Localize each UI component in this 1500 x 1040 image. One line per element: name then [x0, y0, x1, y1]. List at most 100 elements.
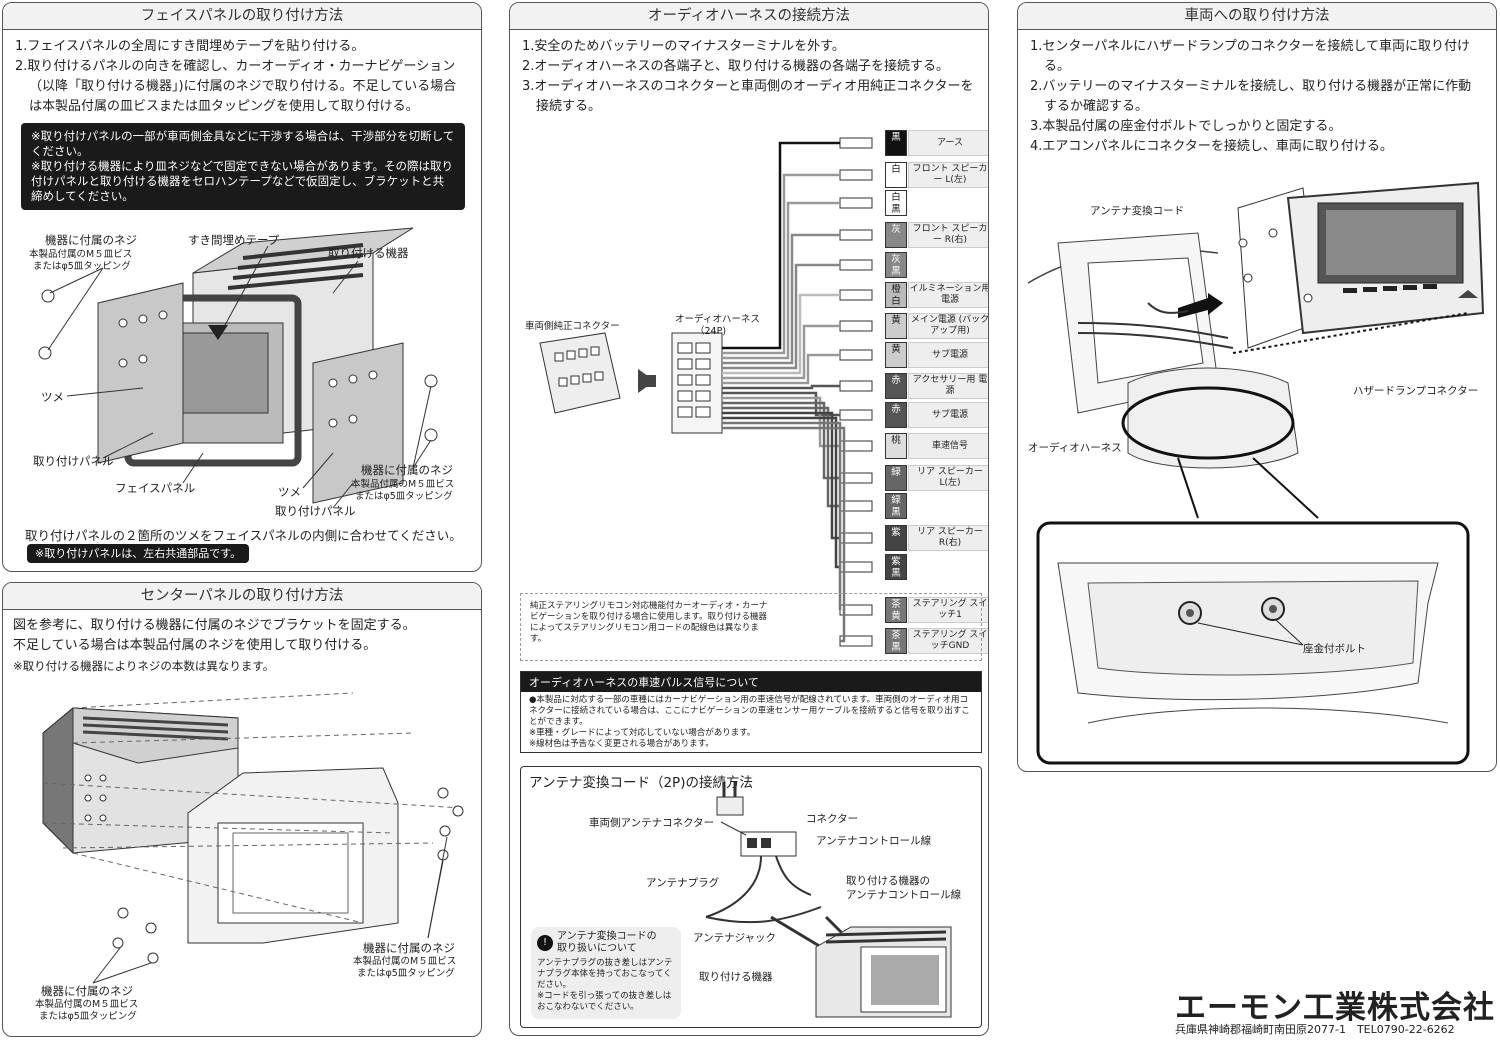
company-address: 兵庫県神崎郡福崎町南田原2077-1 TEL0790-22-6262 — [1175, 1023, 1455, 1036]
label-antenna-jack: アンテナジャック — [693, 932, 777, 944]
steering-note: 純正ステアリングリモコン対応機能付カーオーディオ・カーナビゲーションを取り付ける… — [530, 601, 768, 644]
wire-line — [722, 173, 840, 355]
wire-terminal — [839, 229, 873, 241]
wire-line — [722, 141, 840, 350]
label-face-panel: フェイスパネル — [115, 481, 196, 495]
center-panel-diagram — [42, 692, 464, 984]
pulse-line-2: ※車種・グレードによって対応していない場合があります。 — [529, 728, 756, 738]
wire-color-2: 黒 — [891, 204, 901, 215]
vehicle-step-2: 2.バッテリーのマイナスターミナルを接続し、取り付ける機器が正常に作動するか確認… — [1030, 79, 1472, 114]
wire-terminal — [839, 409, 873, 421]
wire-terminal — [839, 169, 873, 181]
wire-label: 車速信号 — [908, 433, 988, 459]
label-device: 取り付ける機器 — [328, 246, 409, 260]
wire-terminal — [839, 197, 873, 209]
wire-color-1: 灰 — [891, 224, 901, 235]
caution-icon: ! — [537, 935, 553, 951]
wire-label: リア スピーカー L(左) — [908, 465, 988, 491]
pulse-line-1: ●本製品に対応する一部の車種にはカーナビゲーション用の車速信号が配線されています… — [529, 695, 970, 727]
label-center-screw-left: 機器に付属のネジ — [41, 984, 133, 998]
vehicle-steps: 1.センターパネルにハザードランプのコネクターを接続して車両に取り付ける。 2.… — [1018, 30, 1496, 157]
label-antenna-control: アンテナコントロール線 — [816, 835, 932, 847]
center-panel-title: センターパネルの取り付け方法 — [3, 583, 481, 610]
wire-color-2: 黒 — [891, 568, 901, 579]
label-tsume-left: ツメ — [41, 390, 64, 404]
audio-step-1: 1.安全のためバッテリーのマイナスターミナルを外す。 — [522, 39, 845, 54]
harness-diagram — [539, 137, 873, 647]
wire-color-chip: 黄 — [885, 342, 907, 368]
center-panel-section: センターパネルの取り付け方法 図を参考に、取り付ける機器に付属のネジでブラケット… — [2, 582, 482, 1037]
audio-steps: 1.安全のためバッテリーのマイナスターミナルを外す。 2.オーディオハーネスの各… — [510, 30, 988, 117]
face-footer-note: ※取り付けパネルは、左右共通部品です。 — [27, 544, 250, 563]
wire-label: アース — [908, 130, 988, 156]
wire-color-1: 白 — [891, 192, 901, 203]
wire-line — [722, 201, 840, 360]
center-line-2: 不足している場合は本製品付属のネジを使用して取り付ける。 — [13, 638, 377, 653]
vehicle-title: 車両への取り付け方法 — [1018, 3, 1496, 30]
label-screw-a-sub1: 本製品付属のM５皿ビス — [29, 249, 133, 260]
wire-label: リア スピーカー R(右) — [908, 525, 988, 551]
wire-line — [722, 421, 842, 610]
wire-color-chip: 緑黒 — [885, 493, 907, 519]
wire-line — [722, 411, 840, 540]
label-screw-b-sub1: 本製品付属のM５皿ビス — [351, 479, 455, 490]
face-warning-2: ※取り付ける機器により皿ネジなどで固定できない場合があります。その際は取り付けパ… — [31, 159, 454, 203]
center-line-1: 図を参考に、取り付ける機器に付属のネジでブラケットを固定する。 — [13, 618, 416, 633]
label-center-screw-left-sub1: 本製品付属のM５皿ビス — [35, 999, 139, 1010]
wire-color-chip: 茶黒 — [885, 628, 907, 654]
wire-color-1: 緑 — [891, 467, 901, 478]
wire-terminal — [839, 289, 873, 301]
antenna-section: アンテナ変換コード（2P)の接続方法 車両側アンテナコネクター コネクター アン… — [520, 766, 982, 1028]
label-tsume-right: ツメ — [278, 485, 301, 499]
wire-color-chip: 紫 — [885, 525, 907, 551]
wire-color-2: 黄 — [891, 611, 901, 622]
pulse-title: オーディオハーネスの車速パルス信号について — [521, 672, 981, 692]
wire-label: ステアリング スイッチ1 — [908, 597, 988, 623]
wire-label: フロント スピーカー L(左) — [908, 162, 988, 188]
label-center-screw-right-sub2: またはφ5皿タッピング — [357, 968, 455, 979]
vehicle-section: 車両への取り付け方法 1.センターパネルにハザードランプのコネクターを接続して車… — [1017, 2, 1497, 772]
label-vehicle-harness: オーディオハーネス — [1028, 442, 1122, 454]
wire-color-1: 黒 — [891, 132, 901, 143]
wire-color-chip: 桃 — [885, 433, 907, 459]
wire-color-1: 白 — [891, 164, 901, 175]
company-name: エーモン工業株式会社 — [1175, 990, 1495, 1026]
antenna-note-1: アンテナプラグの抜き差しはアンテナプラグ本体を持っておこなってください。 — [537, 958, 673, 990]
wire-color-chip: 茶黄 — [885, 597, 907, 623]
audio-harness-title: オーディオハーネスの接続方法 — [510, 3, 988, 30]
face-panel-diagram — [38, 227, 438, 509]
face-panel-section: フェイスパネルの取り付け方法 1.フェイスパネルの全周にすき間埋めテープを貼り付… — [2, 2, 482, 572]
pulse-line-3: ※線材色は予告なく変更される場合があります。 — [529, 739, 714, 749]
wire-color-chip: 赤 — [885, 402, 907, 428]
wire-line — [722, 324, 840, 380]
wire-color-chip: 橙白 — [885, 282, 907, 308]
wire-label: サブ電源 — [908, 402, 988, 428]
audio-step-2: 2.オーディオハーネスの各端子と、取り付ける機器の各端子を接続する。 — [522, 59, 949, 74]
wire-color-1: 赤 — [891, 375, 901, 386]
face-steps: 1.フェイスパネルの全周にすき間埋めテープを貼り付ける。 2.取り付けるパネルの… — [3, 30, 481, 117]
wire-color-1: 茶 — [891, 599, 901, 610]
wire-color-chip: 赤 — [885, 373, 907, 399]
wire-color-chip: 紫黒 — [885, 554, 907, 580]
label-center-screw-right: 機器に付属のネジ — [363, 941, 455, 955]
label-mount-panel-left: 取り付けパネル — [33, 454, 114, 468]
label-device-control-2: アンテナコントロール線 — [846, 889, 962, 901]
center-small-note: ※取り付ける機器によりネジの本数は異なります。 — [13, 659, 275, 673]
label-hazard-connector: ハザードランプコネクター — [1353, 385, 1479, 397]
wire-line — [722, 263, 840, 370]
wire-color-2: 黒 — [891, 642, 901, 653]
wire-color-1: 赤 — [891, 404, 901, 415]
label-antenna-cord: アンテナ変換コード — [1090, 205, 1185, 217]
antenna-title: アンテナ変換コード（2P)の接続方法 — [529, 775, 753, 791]
label-screw-b-sub2: またはφ5皿タッピング — [355, 491, 453, 502]
wire-label: イルミネーション用電源 — [908, 282, 988, 308]
wire-label: フロント スピーカー R(右) — [908, 222, 988, 248]
wire-line — [722, 293, 840, 375]
wire-line — [722, 406, 840, 508]
wire-color-1: 黄 — [891, 315, 901, 326]
wire-color-1: 茶 — [891, 630, 901, 641]
wire-color-chip: 灰 — [885, 222, 907, 248]
wire-terminal — [839, 137, 873, 149]
wire-color-2: 黒 — [891, 507, 901, 518]
wire-line — [722, 233, 840, 365]
